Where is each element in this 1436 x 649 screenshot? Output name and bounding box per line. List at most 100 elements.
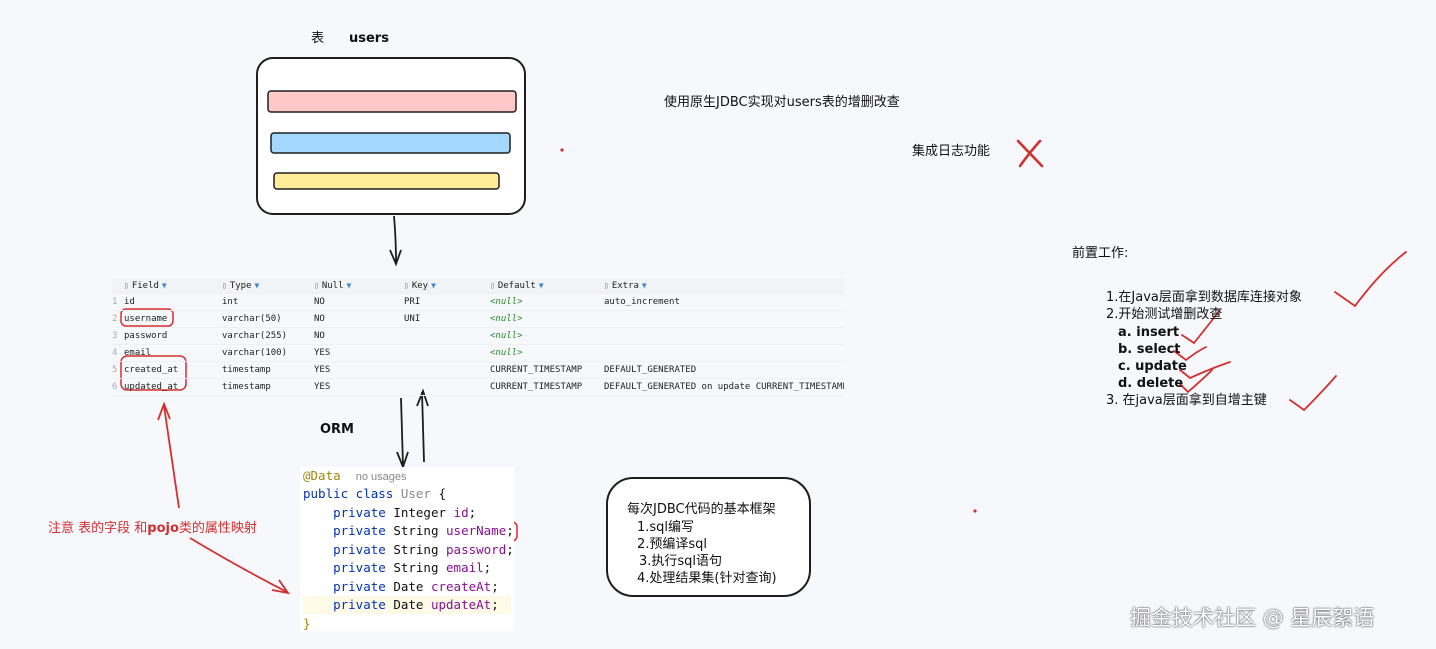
col-header[interactable]: Type <box>229 280 252 291</box>
table-row[interactable]: 6 updated_at timestamp YES CURRENT_TIMES… <box>112 379 844 396</box>
col-header[interactable]: Null <box>321 280 344 291</box>
field-type: Date <box>393 597 424 612</box>
red-dot <box>973 509 977 513</box>
cell-field: password <box>124 331 168 341</box>
framework-item-3: 3.执行sql语句 <box>639 554 723 569</box>
framework-item-4: 4.处理结果集(针对查询) <box>637 571 777 586</box>
col-header[interactable]: Key <box>411 280 429 291</box>
row-number: 2 <box>112 314 118 324</box>
prep-title: 前置工作: <box>1072 246 1129 261</box>
row-number: 6 <box>112 382 118 392</box>
prep-step-2: 2.开始测试增删改查 <box>1106 307 1223 322</box>
col-header[interactable]: Extra <box>611 280 639 291</box>
table-sketch-bar-yellow <box>273 172 500 190</box>
filter-icon[interactable]: ▼ <box>161 281 167 290</box>
field-type: String <box>393 523 439 538</box>
field-name: userName <box>446 523 507 538</box>
field-highlight-timestamps <box>120 355 187 391</box>
prep-step-update: c. update <box>1118 359 1187 374</box>
cell-field: username <box>124 314 168 324</box>
goal-note: 使用原生JDBC实现对users表的增删改查 <box>664 95 900 110</box>
check-icon-update <box>1179 361 1231 380</box>
cell-extra: auto_increment <box>604 297 680 307</box>
row-number: 5 <box>112 365 118 375</box>
col-header[interactable]: Field <box>131 280 159 291</box>
filter-icon[interactable]: ▼ <box>254 281 260 290</box>
cell-null: YES <box>314 348 331 358</box>
cell-default: CURRENT_TIMESTAMP <box>490 365 583 375</box>
prep-step-delete: d. delete <box>1118 376 1184 391</box>
col-header[interactable]: Default <box>497 280 536 291</box>
cell-key: UNI <box>404 314 421 324</box>
filter-icon[interactable]: ▼ <box>538 281 544 290</box>
prep-step-3: 3. 在java层面拿到自增主键 <box>1106 393 1267 408</box>
cell-null: NO <box>314 314 325 324</box>
framework-item-2: 2.预编译sql <box>637 537 708 552</box>
filter-icon[interactable]: ▼ <box>641 281 647 290</box>
cell-extra: DEFAULT_GENERATED <box>604 365 697 375</box>
field-name: password <box>446 542 507 557</box>
note-arrow-up <box>157 401 180 509</box>
db-structure-table: ▯Field▼ ▯Type▼ ▯Null▼ ▯Key▼ ▯Default▼ ▯E… <box>112 278 844 396</box>
cell-key: PRI <box>404 297 421 307</box>
log-feature-note: 集成日志功能 <box>912 144 991 159</box>
check-icon-delete <box>1179 369 1213 394</box>
prep-step-1: 1.在Java层面拿到数据库连接对象 <box>1106 290 1302 305</box>
check-icon-select <box>1173 346 1207 362</box>
check-icon-big <box>1334 251 1407 308</box>
cell-type: timestamp <box>222 365 271 375</box>
class-name: User <box>400 486 431 501</box>
cell-type: varchar(50) <box>222 314 282 324</box>
cell-type: varchar(255) <box>222 331 288 341</box>
table-row[interactable]: 5 created_at timestamp YES CURRENT_TIMES… <box>112 362 844 379</box>
cell-extra: DEFAULT_GENERATED on update CURRENT_TIME… <box>604 382 844 392</box>
table-sketch-bar-blue <box>270 132 511 154</box>
cell-type: timestamp <box>222 382 271 392</box>
modifier: private <box>333 505 386 520</box>
cell-field: created_at <box>124 365 179 375</box>
cell-null: YES <box>314 365 331 375</box>
column-icon: ▯ <box>124 281 129 290</box>
field-name: email <box>446 560 484 575</box>
modifier: private <box>333 597 386 612</box>
filter-icon[interactable]: ▼ <box>431 281 436 290</box>
brace: } <box>303 616 311 631</box>
table-header-row: ▯Field▼ ▯Type▼ ▯Null▼ ▯Key▼ ▯Default▼ ▯E… <box>112 278 844 294</box>
down-arrow <box>389 215 402 267</box>
framework-title: 每次JDBC代码的基本框架 <box>627 502 776 517</box>
framework-item-1: 1.sql编写 <box>637 520 695 535</box>
column-icon: ▯ <box>222 281 227 290</box>
modifier: private <box>333 542 386 557</box>
brace: { <box>438 486 447 501</box>
prep-step-select: b. select <box>1118 342 1181 357</box>
class-keyword: public class <box>303 486 394 501</box>
prep-step-insert: a. insert <box>1118 325 1180 340</box>
table-row[interactable]: 3 password varchar(255) NO <null> <box>112 328 844 345</box>
mapping-note: 注意 表的字段 和pojo类的属性映射 <box>48 521 257 536</box>
field-type: Date <box>393 579 424 594</box>
cell-default: CURRENT_TIMESTAMP <box>490 382 583 392</box>
modifier: private <box>333 579 386 594</box>
cell-field: updated_at <box>124 382 179 392</box>
cell-default: <null> <box>490 314 523 324</box>
orm-up-arrow <box>416 388 429 463</box>
modifier: private <box>333 523 386 538</box>
field-name: createAt <box>430 579 492 594</box>
row-number: 4 <box>112 348 118 358</box>
orm-down-arrow <box>396 397 409 470</box>
red-dot <box>560 148 564 152</box>
column-icon: ▯ <box>404 281 409 290</box>
filter-icon[interactable]: ▼ <box>346 281 352 290</box>
cell-default: <null> <box>490 348 523 358</box>
check-icon-insert <box>1181 309 1221 345</box>
orm-label: ORM <box>320 422 354 437</box>
table-row[interactable]: 2 username varchar(50) NO UNI <null> <box>112 311 844 328</box>
table-row[interactable]: 1 id int NO PRI <null> auto_increment <box>112 294 844 311</box>
column-icon: ▯ <box>490 281 495 290</box>
column-icon: ▯ <box>314 281 319 290</box>
usages-hint[interactable]: no usages <box>355 471 407 483</box>
table-row[interactable]: 4 email varchar(100) YES <null> <box>112 345 844 362</box>
cell-null: NO <box>314 331 325 341</box>
cell-field: id <box>124 297 135 307</box>
field-name: id <box>453 505 469 520</box>
